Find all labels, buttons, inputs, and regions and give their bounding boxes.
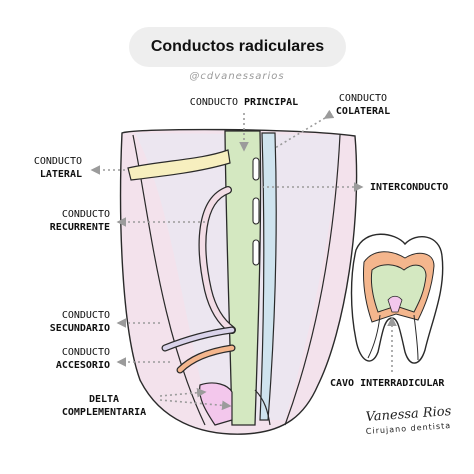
label-cavo-line1: CAVO INTERRADICULAR (330, 378, 445, 389)
lateral-canal (127, 149, 231, 181)
label-lateral-line1: CONDUCTO (33, 156, 82, 167)
label-colateral: CONDUCTO COLATERAL (327, 92, 399, 118)
label-secundario-line2: SECUNDARIO (49, 323, 110, 334)
tooth-pink-accent (387, 295, 403, 313)
secondary-canal-fill (162, 327, 235, 351)
label-recurrente-line2: RECURRENTE (49, 222, 110, 233)
label-delta: DELTA COMPLEMENTARIA (52, 393, 156, 419)
arrows (90, 109, 397, 411)
tooth-illustration (350, 233, 444, 364)
label-principal: CONDUCTO PRINCIPAL (178, 96, 310, 109)
label-delta-line2: COMPLEMENTARIA (61, 407, 147, 418)
label-accesorio: CONDUCTO ACCESORIO (28, 346, 110, 372)
label-secundario: CONDUCTO SECUNDARIO (28, 309, 110, 335)
tooth-root-right (413, 314, 419, 361)
apical-delta-branch (254, 389, 271, 426)
label-colateral-line2: COLATERAL (335, 106, 391, 117)
label-accesorio-line1: CONDUCTO (61, 347, 110, 358)
arrow-delta-2 (159, 399, 232, 411)
tooth-pulp-inner (370, 264, 427, 313)
label-secundario-line1: CONDUCTO (61, 310, 110, 321)
title-pill: Conductos radiculares (129, 27, 346, 67)
label-interconducto-line1: INTERCONDUCTO (370, 182, 449, 193)
interconducto-bridge-2 (252, 197, 260, 225)
label-recurrente: CONDUCTO RECURRENTE (28, 208, 110, 234)
label-interconducto: INTERCONDUCTO (370, 181, 448, 194)
label-accesorio-line2: ACCESORIO (55, 360, 110, 371)
label-lateral-line2: LATERAL (39, 169, 82, 180)
label-recurrente-line1: CONDUCTO (61, 209, 110, 220)
title: Conductos radiculares (150, 38, 325, 55)
signature: Vanessa Rios Cirujano dentista (356, 404, 461, 436)
interconducto-bridge-1 (252, 157, 260, 181)
label-colateral-line1: CONDUCTO (338, 93, 388, 104)
label-principal-line2: PRINCIPAL (244, 97, 299, 108)
accessory-canal-fill (177, 345, 235, 373)
collateral-canal (259, 132, 277, 421)
root-inner-line-right (284, 134, 341, 426)
label-principal-line1: CONDUCTO (189, 97, 238, 108)
label-delta-line1: DELTA (88, 394, 120, 405)
author-handle: @cdvanessarios (189, 71, 285, 82)
tooth-root-left (367, 314, 381, 359)
interconducto-bridge-3 (252, 239, 260, 266)
label-cavo: CAVO INTERRADICULAR (330, 377, 444, 390)
label-lateral: CONDUCTO LATERAL (10, 155, 82, 181)
recurrent-canal-fill (199, 187, 235, 333)
main-canal (224, 130, 262, 426)
